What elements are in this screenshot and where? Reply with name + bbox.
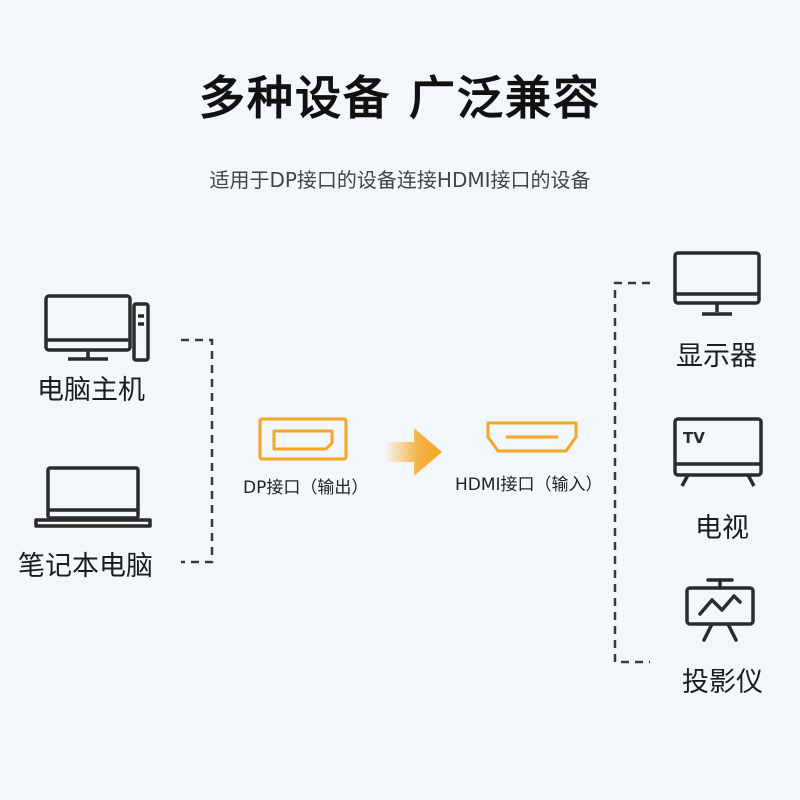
source-label-desktop: 电脑主机 [37,375,145,406]
displayport-icon [258,417,348,461]
dp-port-label: DP接口（输出） [243,478,369,498]
monitor-icon [673,251,761,316]
right-arrow-icon [384,428,442,476]
target-bracket-line [613,281,650,664]
hdmi-port-label: HDMI接口（输入） [455,475,603,495]
page-title: 多种设备 广泛兼容 [198,71,601,125]
target-label-projector: 投影仪 [682,667,763,698]
page-subtitle: 适用于DP接口的设备连接HDMI接口的设备 [209,168,591,192]
hdmi-icon [486,421,578,453]
source-bracket-line [181,338,214,564]
source-label-laptop: 笔记本电脑 [18,551,153,582]
projector-icon [685,578,755,642]
tv-badge: TV [683,429,705,447]
tv-icon: TV [673,417,763,487]
desktop-computer-icon [44,294,150,362]
target-label-monitor: 显示器 [676,341,757,372]
laptop-icon [34,466,152,528]
target-label-tv: 电视 [695,513,749,544]
